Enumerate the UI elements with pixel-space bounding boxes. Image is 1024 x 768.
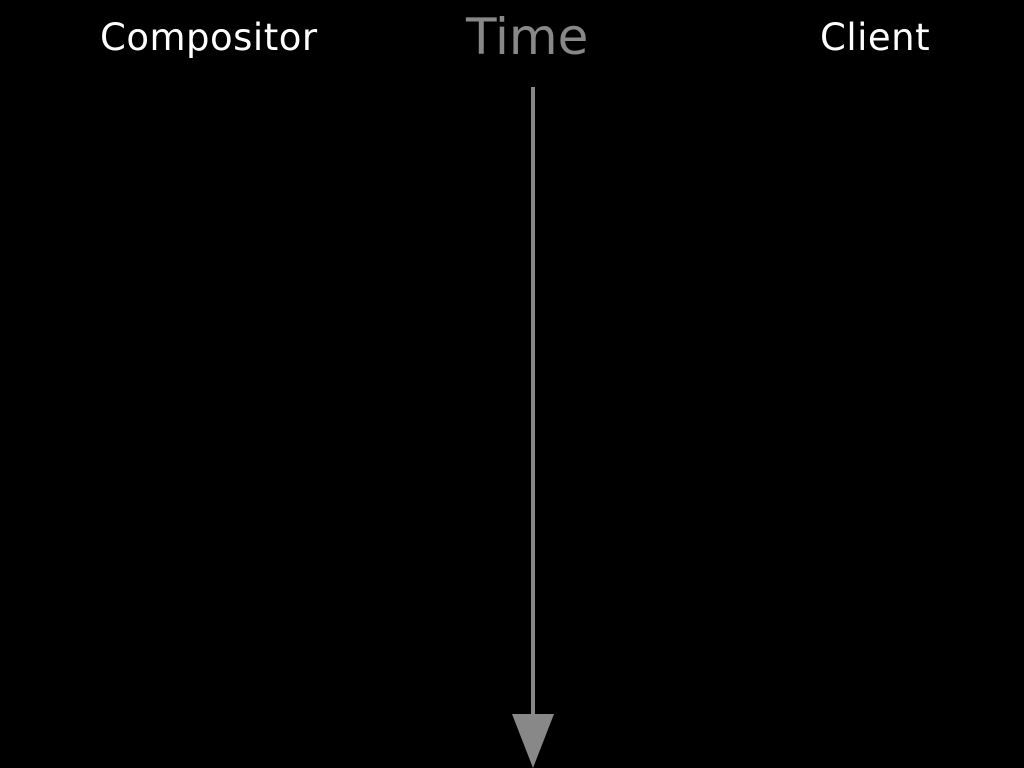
- client-label: Client: [820, 16, 931, 59]
- time-axis-label: Time: [466, 8, 589, 66]
- time-axis-arrowhead-icon: [512, 714, 554, 768]
- compositor-label: Compositor: [100, 16, 318, 59]
